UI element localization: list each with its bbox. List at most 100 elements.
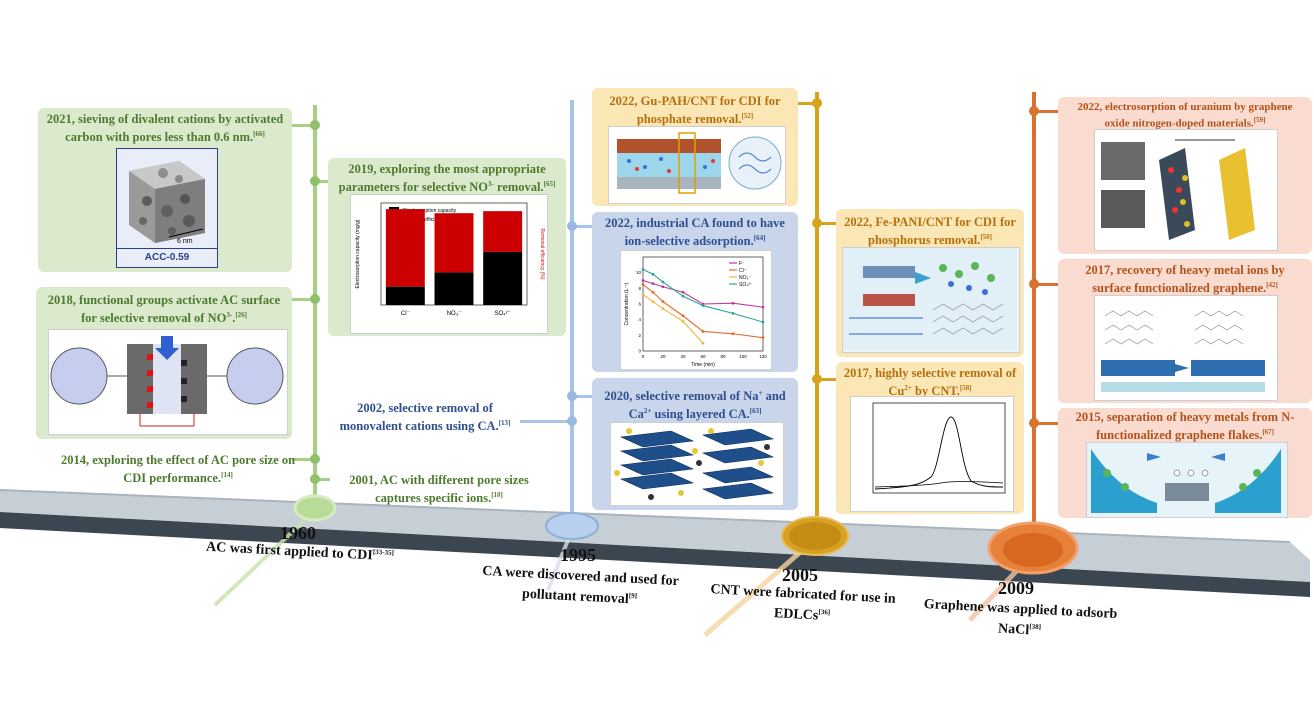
green-2001-ref: [10]: [491, 491, 503, 499]
box-gold-2022a: 2022, Gu-PAH/CNT for CDI for phosphate r…: [592, 88, 798, 206]
connector-green-2001: [316, 478, 330, 481]
line-chart-ytick: 4: [638, 317, 641, 322]
line-point: [681, 290, 685, 294]
year-1960: 1960: [280, 523, 316, 543]
desc-1995-ref: [9]: [628, 591, 638, 600]
line-chart-xtick: 20: [660, 354, 666, 359]
line-point: [641, 279, 645, 282]
dot-orange-2022: [1029, 106, 1039, 116]
box-green-2021: 2021, sieving of divalent cations by act…: [38, 108, 292, 272]
layered-ca-image: [614, 428, 775, 500]
blue-2020-sup1: +: [758, 389, 763, 397]
connector-green-2021: [292, 124, 316, 127]
connector-green-2018: [292, 298, 316, 301]
box-gold-2022b: 2022, Fe-PANI/CNT for CDI for phosphorus…: [836, 209, 1024, 357]
desc-2005-ref: [36]: [818, 607, 831, 617]
green-2019-ref: [65]: [543, 180, 556, 188]
line-legend-label: SO₄²⁻: [739, 282, 753, 288]
blue-2020-mid: and Ca: [628, 389, 786, 422]
box-blue-2022-title: 2022, industrial CA found to have ion-se…: [592, 216, 798, 249]
uranium-electrosorption-figure: [1094, 129, 1278, 251]
box-gold-2022a-title: 2022, Gu-PAH/CNT for CDI for phosphate r…: [592, 94, 798, 127]
orange-2022-title-text: 2022, electrosorption of uranium by grap…: [1077, 101, 1293, 130]
line-point: [681, 314, 685, 318]
blue-2020-title-text: 2020, selective removal of Na: [604, 389, 759, 404]
connector-orange-2015: [1035, 422, 1059, 425]
box-blue-2020-title: 2020, selective removal of Na+ and Ca2+ …: [592, 386, 798, 422]
bar-chart-y2label: Removal efficiency (%): [539, 228, 545, 279]
bar-segment: [434, 272, 474, 305]
line-point: [701, 304, 705, 307]
desc-1960-ref: [33-35]: [372, 547, 395, 557]
green-2014-ref: [14]: [221, 471, 233, 479]
dot-green-2001: [310, 474, 320, 484]
box-gold-2017-title: 2017, highly selective removal of Cu2+ b…: [836, 366, 1024, 399]
orange-2022-ref: [59]: [1253, 116, 1266, 124]
selectivity-bar-chart: Electrosorption capacity (mg/g)Removal e…: [355, 202, 545, 317]
green-2021-title-text: 2021, sieving of divalent cations by act…: [46, 112, 284, 145]
green-2019-title-sup: 3-: [488, 180, 494, 188]
green-2019-title-text: 2019, exploring the most appropriate par…: [338, 162, 546, 195]
bar-segment: [483, 251, 523, 305]
bar-segment: [483, 211, 523, 252]
cube-scale-label: 6 nm: [177, 238, 193, 245]
line-point: [731, 301, 735, 305]
connector-gold-2022a: [798, 102, 818, 105]
green-2001-note: 2001, AC with different pore sizes captu…: [332, 473, 546, 506]
line-chart-xtick: 40: [680, 354, 686, 359]
porous-cube-figure: 6 nm ACC-0.59: [116, 148, 218, 268]
line-point: [661, 307, 665, 311]
box-orange-2015-title: 2015, separation of heavy metals from N-…: [1058, 410, 1312, 443]
line-chart-ytick: 6: [638, 302, 641, 307]
gu-pah-cnt-figure: [608, 126, 786, 204]
line-chart-xtick: 120: [759, 354, 767, 359]
line-chart-ytick: 10: [636, 270, 642, 275]
blue-2020-end: using layered CA.: [651, 407, 750, 422]
box-green-2021-title: 2021, sieving of divalent cations by act…: [38, 112, 292, 145]
gold-2017-title-sup: 2+: [904, 384, 912, 392]
line-chart-frame: [642, 256, 764, 352]
dot-blue-2022: [567, 221, 577, 231]
connector-green-2014: [292, 458, 316, 461]
box-orange-2017: 2017, recovery of heavy metal ions by su…: [1058, 259, 1312, 403]
line-point: [661, 285, 665, 289]
gu-pah-cnt-image: [617, 132, 782, 194]
green-2018-title-sup: 3-: [226, 311, 233, 319]
blue-timeline-line: [570, 100, 574, 520]
dot-blue-2002: [567, 416, 577, 426]
line-chart-ytick: 2: [638, 333, 641, 338]
box-green-2019-title: 2019, exploring the most appropriate par…: [328, 162, 566, 195]
desc-2009-ref: [38]: [1029, 622, 1042, 632]
green-2018-title-end: .: [232, 311, 236, 326]
line-chart-ytick: 8: [638, 286, 641, 291]
line-chart-xtick: 100: [739, 354, 747, 359]
functional-group-schematic: [48, 329, 288, 435]
functionalized-graphene-figure: [1094, 295, 1278, 401]
green-2014-note: 2014, exploring the effect of AC pore si…: [54, 453, 302, 486]
line-point: [641, 268, 645, 271]
fe-pani-cnt-image: [843, 248, 1017, 350]
fe-pani-cnt-figure: [842, 247, 1020, 353]
dot-blue-2020: [567, 391, 577, 401]
orange-2017-ref: [42]: [1266, 281, 1278, 289]
line-point: [641, 293, 645, 296]
bar-category-label: NO₃⁻: [447, 311, 462, 317]
gold-timeline-line: [815, 92, 819, 532]
line-point: [761, 305, 765, 309]
functional-group-image: [50, 336, 284, 427]
line-point: [701, 330, 705, 333]
gold-2022a-ref: [52]: [741, 112, 754, 120]
line-point: [661, 300, 665, 304]
line-point: [651, 282, 655, 286]
line-chart-ylabel: Concentration (L⁻¹): [624, 282, 630, 325]
connector-blue-2020: [573, 395, 593, 398]
box-green-2018: 2018, functional groups activate AC surf…: [36, 287, 292, 439]
box-gold-2017: 2017, highly selective removal of Cu2+ b…: [836, 362, 1024, 514]
green-2001-text: 2001, AC with different pore sizes captu…: [349, 473, 529, 506]
voltammetry-image: [872, 402, 1006, 494]
connector-blue-2002: [520, 420, 572, 423]
graphene-flakes-figure: [1086, 442, 1288, 518]
gold-2017-title-text: 2017, highly selective removal of Cu: [843, 366, 1017, 399]
